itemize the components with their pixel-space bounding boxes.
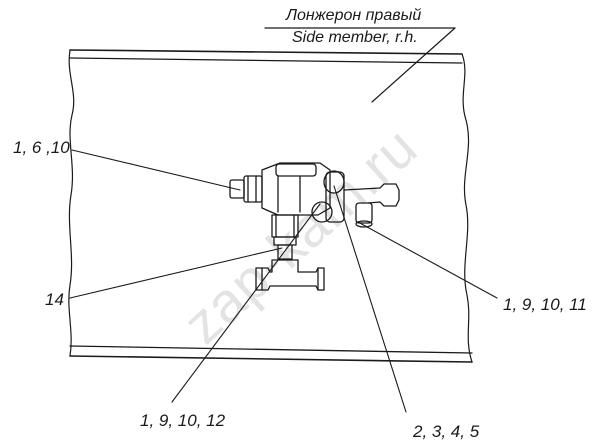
header-leader xyxy=(264,27,456,103)
title-english: Side member, r.h. xyxy=(292,29,418,46)
callout-right: 1, 9, 10, 11 xyxy=(503,295,587,314)
callout-left-lower: 14 xyxy=(45,290,64,309)
valve-assembly xyxy=(229,162,400,291)
title-russian: Лонжерон правый xyxy=(286,7,422,24)
leader-lines xyxy=(69,149,498,413)
callout-bottom-right: 2, 3, 4, 5 xyxy=(413,422,480,441)
side-member-frame xyxy=(68,49,473,363)
callout-upper-left: 1, 6 ,10 xyxy=(13,138,70,157)
callout-bottom-left: 1, 9, 10, 12 xyxy=(140,411,226,430)
